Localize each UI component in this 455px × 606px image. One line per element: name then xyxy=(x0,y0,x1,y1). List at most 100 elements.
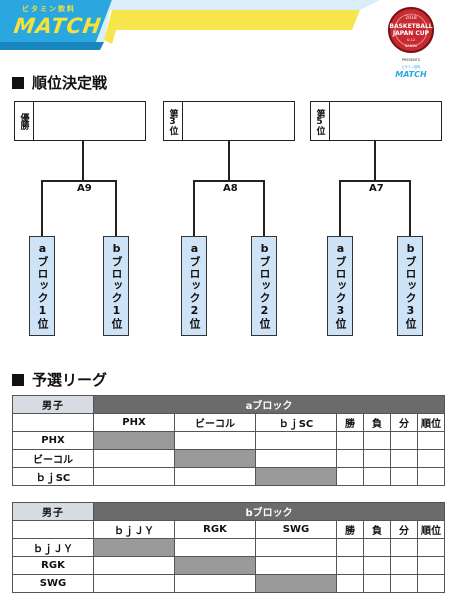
score-cell xyxy=(93,449,175,468)
score-cell xyxy=(174,431,256,450)
team-column-header: SWG xyxy=(255,520,337,539)
draws-header: 分 xyxy=(390,413,418,432)
losses-header: 負 xyxy=(363,520,391,539)
self-match-cell xyxy=(174,449,256,468)
team-row-header: SWG xyxy=(12,574,94,593)
team-slot: bブロック1位 xyxy=(103,236,129,336)
result-cell xyxy=(336,449,364,468)
score-cell xyxy=(174,574,256,593)
team-slot: aブロック3位 xyxy=(327,236,353,336)
rank-header: 順位 xyxy=(416,520,446,539)
bracket-line xyxy=(409,180,411,236)
result-cell xyxy=(416,538,446,557)
team-slot: bブロック2位 xyxy=(251,236,277,336)
wins-header: 勝 xyxy=(336,413,364,432)
wins-header: 勝 xyxy=(336,520,364,539)
draws-header: 分 xyxy=(390,520,418,539)
team-slot: bブロック3位 xyxy=(397,236,423,336)
result-cell xyxy=(390,467,418,486)
result-cell xyxy=(363,538,391,557)
self-match-cell xyxy=(255,467,337,486)
score-cell xyxy=(93,467,175,486)
league-section-title: 予選リーグ xyxy=(12,369,107,390)
bracket-line xyxy=(41,180,43,236)
score-cell xyxy=(93,556,175,575)
self-match-cell xyxy=(174,556,256,575)
team-row-header: RGK xyxy=(12,556,94,575)
game-number: A9 xyxy=(75,183,94,194)
brand-logo-text: MATCH xyxy=(12,14,104,38)
logo-title-2: JAPAN CUP xyxy=(392,30,430,37)
game-number: A8 xyxy=(221,183,240,194)
score-cell xyxy=(255,449,337,468)
bracket-line xyxy=(228,141,230,180)
group-label: 男子 xyxy=(12,502,94,521)
logo-sponsor: MATCH xyxy=(395,70,427,79)
rank-label: 優勝 xyxy=(15,102,34,140)
corner-cell xyxy=(12,520,94,539)
result-cell xyxy=(416,431,446,450)
bracket-line xyxy=(339,180,411,182)
losses-header: 負 xyxy=(363,413,391,432)
result-cell xyxy=(363,467,391,486)
square-bullet-icon xyxy=(12,76,24,89)
result-cell xyxy=(416,556,446,575)
result-cell xyxy=(336,556,364,575)
square-bullet-icon xyxy=(12,373,24,386)
rank-result-area xyxy=(183,102,294,140)
result-cell xyxy=(390,431,418,450)
team-column-header: ｂｊSC xyxy=(255,413,337,432)
team-column-header: ビーコル xyxy=(174,413,256,432)
rank-label: 第3位 xyxy=(164,102,183,140)
bracket-line xyxy=(263,180,265,236)
result-cell xyxy=(416,449,446,468)
result-cell xyxy=(336,574,364,593)
score-cell xyxy=(174,538,256,557)
bracket-line xyxy=(82,141,84,180)
bracket-line xyxy=(339,180,341,236)
league-table-a: 男子 aブロック PHX ビーコル ｂｊSC 勝 負 分 順位 PHX ビーコル… xyxy=(12,395,446,486)
logo-region: NANBU xyxy=(405,44,418,48)
winner-result-box: 優勝 xyxy=(14,101,146,141)
result-cell xyxy=(363,449,391,468)
score-cell xyxy=(255,538,337,557)
result-cell xyxy=(390,449,418,468)
result-cell xyxy=(363,574,391,593)
ranking-section-title: 順位決定戦 xyxy=(12,72,107,93)
bracket-line xyxy=(193,180,265,182)
rank-result-area xyxy=(330,102,441,140)
rank-label: 第5位 xyxy=(311,102,330,140)
block-label: bブロック xyxy=(92,502,446,521)
group-label: 男子 xyxy=(12,395,94,414)
self-match-cell xyxy=(93,431,175,450)
result-cell xyxy=(390,538,418,557)
game-number: A7 xyxy=(367,183,386,194)
result-cell xyxy=(336,538,364,557)
logo-year: 2018 xyxy=(405,15,417,21)
result-cell xyxy=(336,467,364,486)
self-match-cell xyxy=(93,538,175,557)
result-cell xyxy=(336,431,364,450)
result-cell xyxy=(416,467,446,486)
team-column-header: PHX xyxy=(93,413,175,432)
self-match-cell xyxy=(255,574,337,593)
tournament-logo: 2018 BASKETBALL JAPAN CUP U-12 NANBU PRE… xyxy=(388,7,434,79)
team-slot: aブロック1位 xyxy=(29,236,55,336)
score-cell xyxy=(255,431,337,450)
team-row-header: PHX xyxy=(12,431,94,450)
score-cell xyxy=(174,467,256,486)
logo-presents: PRESENTS xyxy=(402,58,421,62)
block-label: aブロック xyxy=(92,395,446,414)
rank-header: 順位 xyxy=(416,413,446,432)
score-cell xyxy=(255,556,337,575)
result-cell xyxy=(390,574,418,593)
team-row-header: ｂｊＪＹ xyxy=(12,538,94,557)
team-column-header: RGK xyxy=(174,520,256,539)
bracket-line xyxy=(41,180,117,182)
logo-sponsor-sub: ビタミン飲料 xyxy=(401,64,421,69)
bracket-line xyxy=(374,141,376,180)
logo-age: U-12 xyxy=(407,38,415,42)
team-row-header: ビーコル xyxy=(12,449,94,468)
bracket-line xyxy=(115,180,117,236)
fifth-place-result-box: 第5位 xyxy=(310,101,442,141)
